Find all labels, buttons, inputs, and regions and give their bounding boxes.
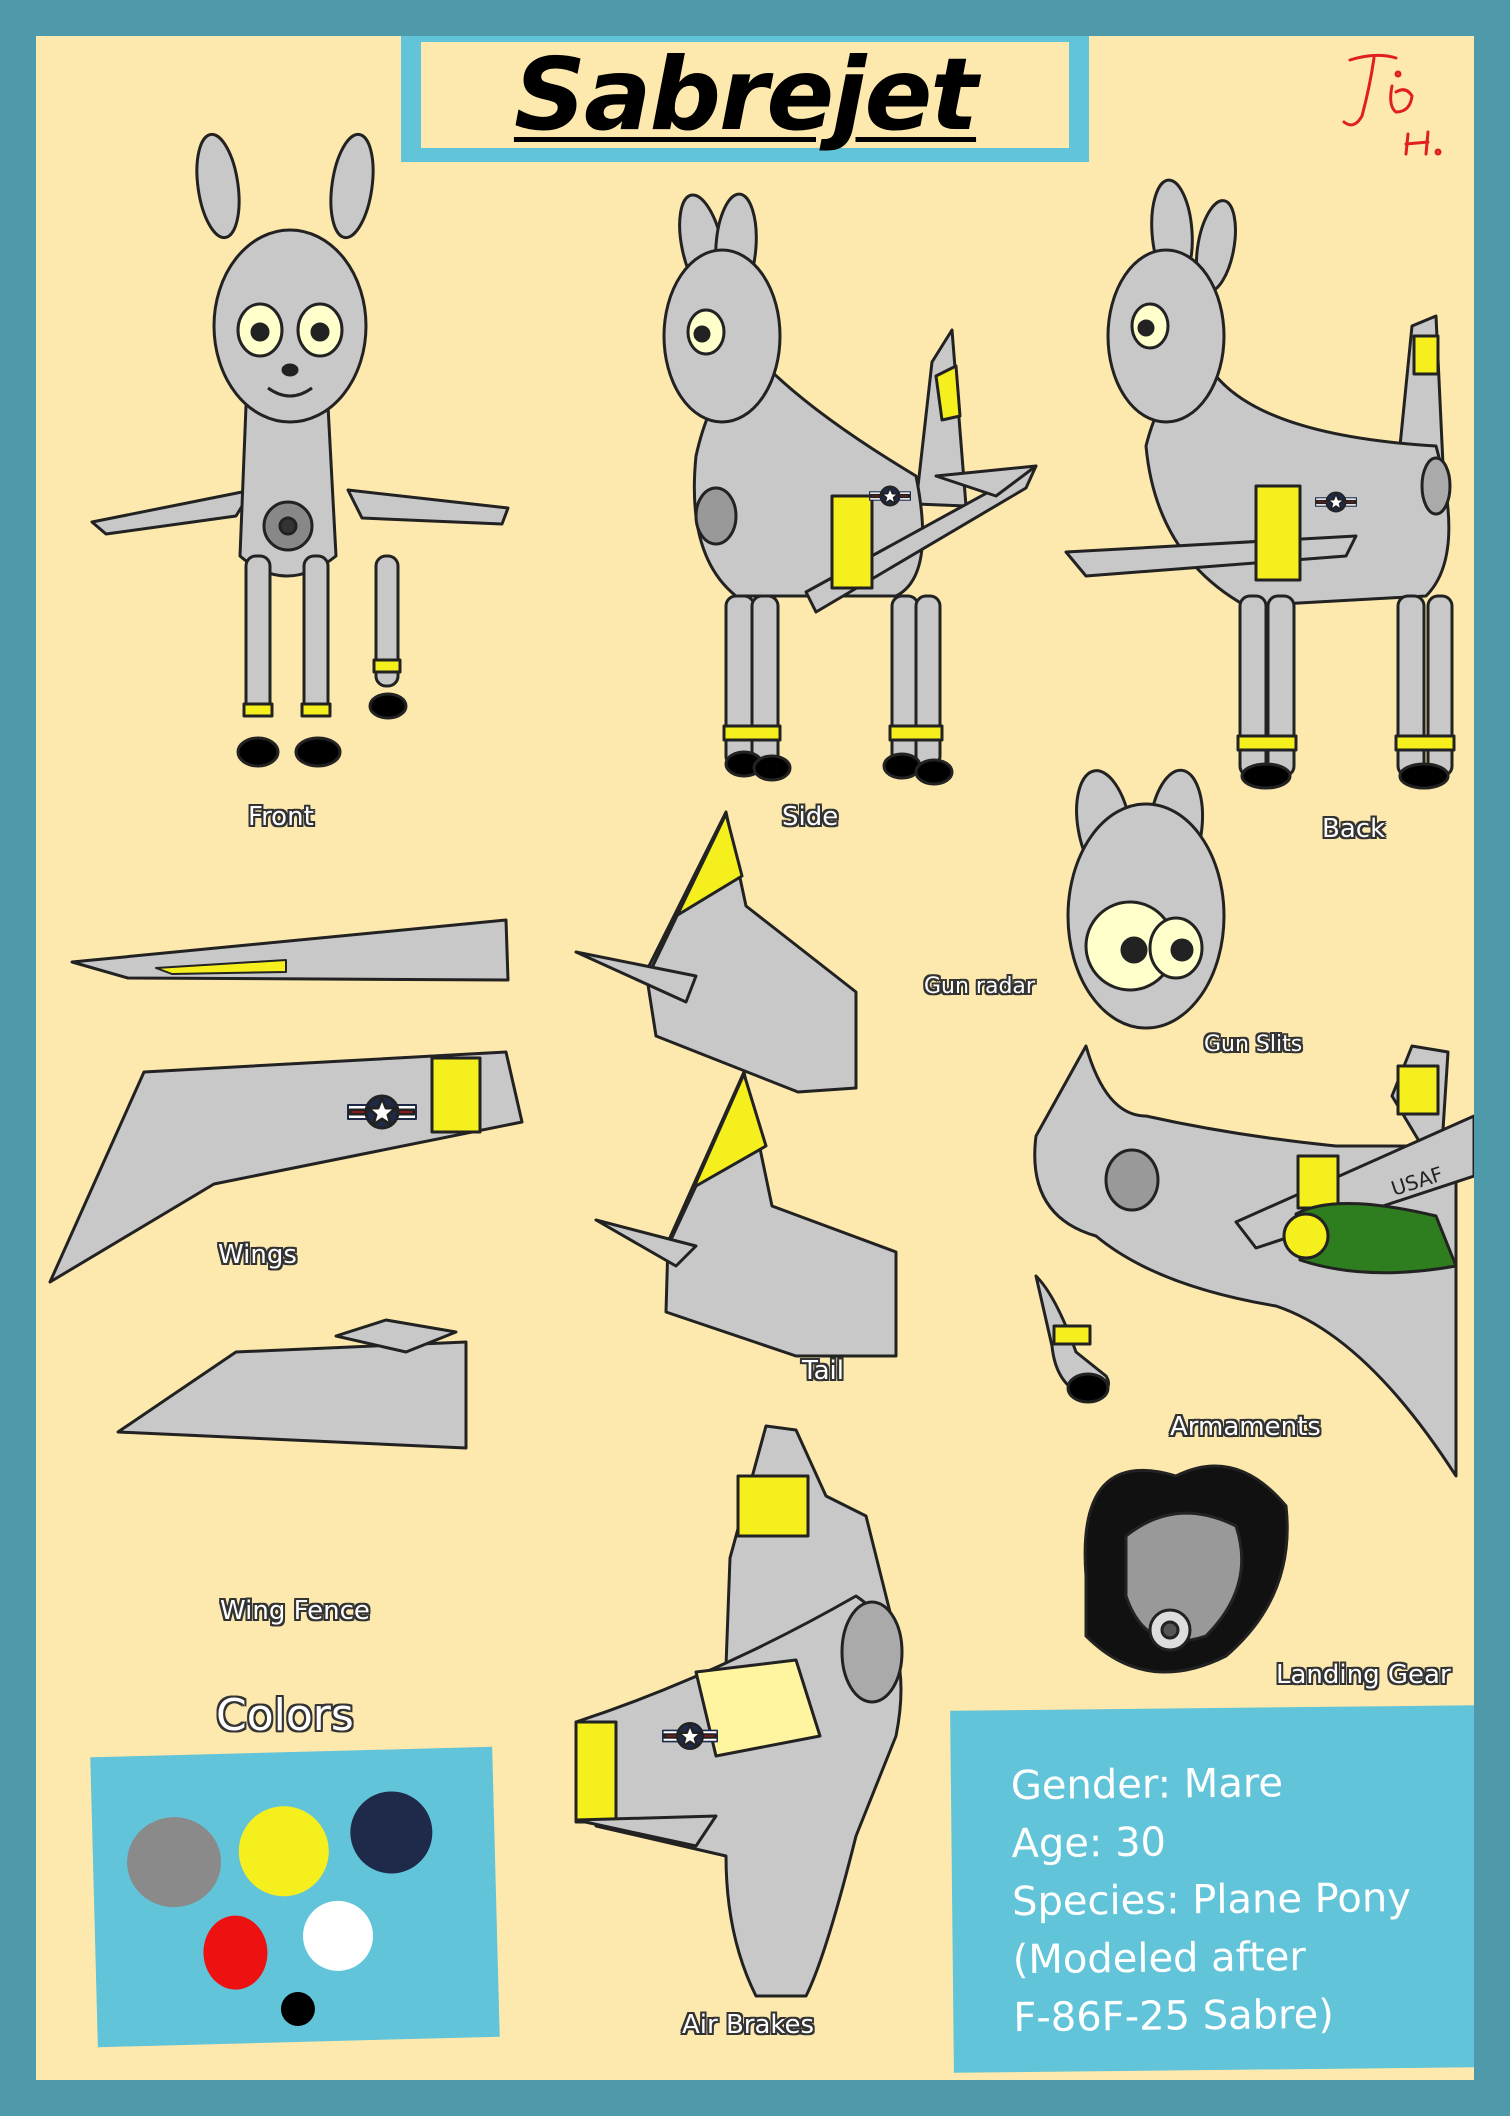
label-air-brakes: Air Brakes: [682, 2010, 815, 2040]
label-gun-radar: Gun radar: [924, 974, 1035, 999]
info-modeled-1: (Modeled after: [1012, 1934, 1307, 1984]
label-tail: Tail: [802, 1356, 844, 1386]
color-palette-panel: [90, 1746, 500, 2048]
label-side: Side: [782, 802, 839, 832]
wing-fence-view: [116, 1340, 468, 1450]
tail-view-1: [574, 810, 858, 1094]
info-modeled-2: F-86F-25 Sabre): [1013, 1991, 1335, 2042]
label-colors: Colors: [216, 1690, 354, 1741]
swatch-navy: [349, 1790, 434, 1875]
title-banner: Sabrejet: [401, 36, 1089, 162]
front-view-pony: [90, 132, 510, 768]
side-view-pony: [662, 192, 1038, 786]
swatch-yellow: [237, 1805, 330, 1898]
tail-view-2: [594, 1070, 898, 1358]
page-title: Sabrejet: [513, 36, 978, 153]
air-brakes-view: [574, 1424, 904, 1998]
reference-sheet: USAF Sabrejet Front Side Back Gun radar …: [36, 36, 1474, 2080]
swatch-gray: [125, 1815, 223, 1909]
info-species: Species: Plane Pony: [1011, 1874, 1412, 1926]
label-back: Back: [1322, 814, 1386, 844]
landing-gear-view: [1083, 1464, 1289, 1674]
armaments-view-pony: [1033, 768, 1474, 1478]
artist-signature: [1342, 53, 1442, 156]
swatch-red: [202, 1914, 269, 1991]
character-artwork: USAF: [48, 132, 1474, 1998]
label-gun-slits: Gun Slits: [1204, 1032, 1303, 1057]
label-front: Front: [248, 802, 314, 832]
swatch-black: [280, 1991, 316, 2027]
info-age: Age: 30: [1011, 1819, 1167, 1868]
back-view-pony: [1064, 178, 1456, 790]
label-landing-gear: Landing Gear: [1276, 1660, 1451, 1690]
label-wing-fence: Wing Fence: [220, 1596, 370, 1626]
character-info-panel: Gender: Mare Age: 30 Species: Plane Pony…: [950, 1705, 1474, 2073]
info-gender: Gender: Mare: [1010, 1760, 1284, 1810]
label-armaments: Armaments: [1170, 1412, 1321, 1442]
label-wings: Wings: [218, 1240, 297, 1270]
swatch-white: [302, 1899, 374, 1972]
wing-edge-view: [70, 918, 510, 982]
